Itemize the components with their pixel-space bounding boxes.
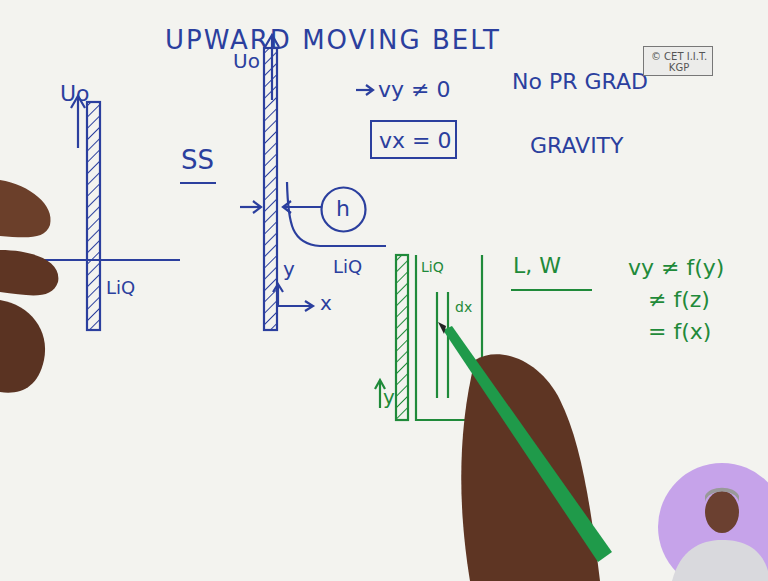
sketch-label: y bbox=[283, 258, 295, 280]
sketch-label: y bbox=[383, 386, 395, 408]
node-text: © CET I.I.T. KGP bbox=[648, 51, 710, 73]
hands bbox=[0, 180, 612, 581]
sketch-label: LiQ bbox=[421, 260, 444, 275]
sketch-label: No PR GRAD bbox=[512, 70, 648, 94]
sketch-label: = f(x) bbox=[648, 320, 711, 344]
left-belt-figure bbox=[35, 96, 180, 330]
sketch-label: Uo bbox=[60, 82, 90, 106]
sketch-label: LiQ bbox=[333, 257, 362, 277]
boxed-text: vx = 0 bbox=[370, 120, 457, 159]
middle-belt-figure bbox=[180, 35, 386, 330]
sketch-label: GRAVITY bbox=[530, 134, 624, 158]
sketch-label: vy ≠ f(y) bbox=[628, 256, 724, 280]
sketch-label: L, W bbox=[513, 254, 561, 278]
lecturer-inset bbox=[658, 463, 768, 581]
sketch-label: ≠ f(z) bbox=[648, 288, 710, 312]
node-text: vx = 0 bbox=[379, 129, 448, 153]
sketch-label: vy ≠ 0 bbox=[378, 78, 450, 102]
sketch-label: Uo bbox=[233, 50, 260, 72]
circled-symbol: h bbox=[320, 186, 367, 233]
sketch-label: x bbox=[320, 292, 332, 314]
title: UPWARD MOVING BELT bbox=[165, 26, 501, 55]
sketch-label: dx bbox=[455, 300, 472, 315]
sketch-label: SS bbox=[181, 146, 214, 175]
sketch-label: LiQ bbox=[106, 278, 135, 298]
boxed-text: © CET I.I.T. KGP bbox=[643, 46, 713, 76]
node-text: h bbox=[336, 197, 350, 221]
